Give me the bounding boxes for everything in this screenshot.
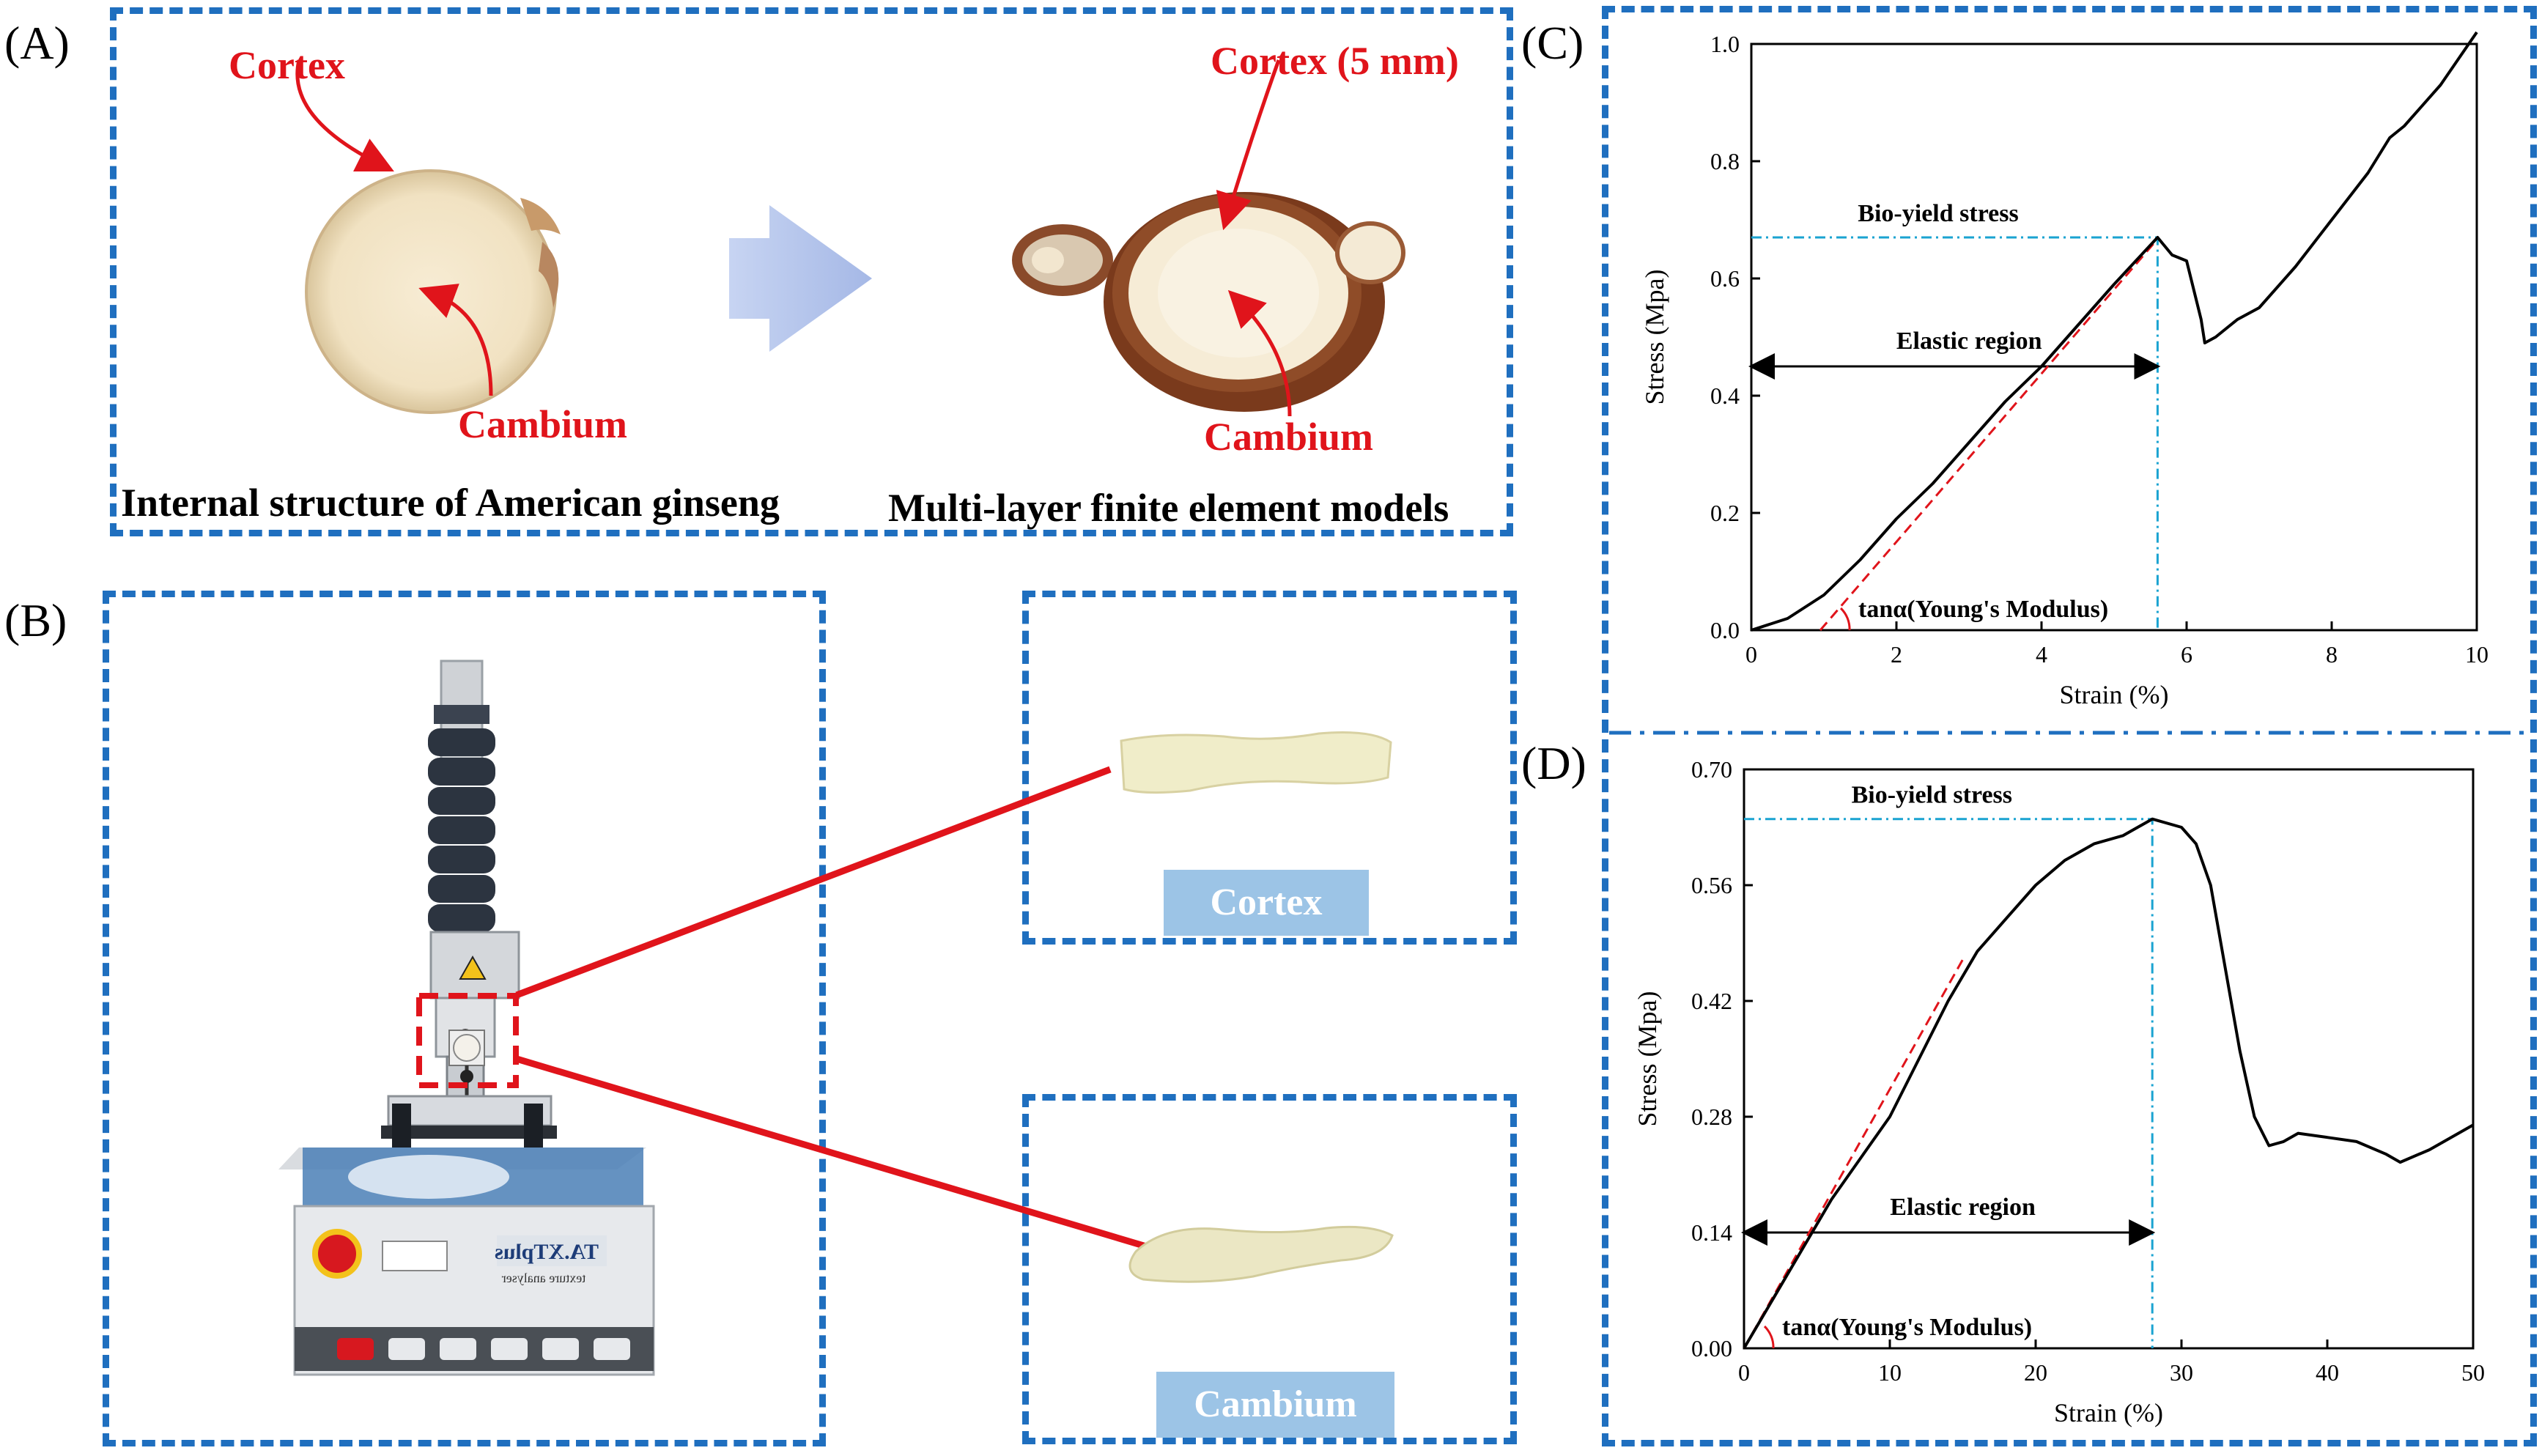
- panel-cd-divider: [1609, 731, 2530, 735]
- panel-label-d: (D): [1521, 737, 1586, 789]
- x-tick-label: 4: [2036, 641, 2047, 668]
- y-tick-label: 0.0: [1710, 617, 1740, 643]
- probe-highlight-box: [416, 993, 519, 1088]
- cortex-5mm-pointer-arrow: [1216, 59, 1281, 231]
- tangent-angle-arc: [1763, 1325, 1775, 1349]
- instrument-brand-text: TA.XTplus: [495, 1240, 599, 1264]
- panel-label-b: (B): [4, 594, 67, 646]
- cortex-label: Cortex: [229, 43, 345, 87]
- transition-arrow-icon: [729, 205, 872, 352]
- panel-a-frame: [110, 7, 1513, 536]
- cortex-sample-image: [1120, 731, 1392, 794]
- y-axis-label: Stress (Mpa): [1633, 991, 1662, 1127]
- y-tick-label: 0.00: [1691, 1335, 1732, 1361]
- cortex-5mm-label: Cortex (5 mm): [1211, 39, 1459, 83]
- stress-strain-curve: [1751, 31, 2478, 632]
- cortex-pointer-arrow: [295, 59, 394, 171]
- x-tick-label: 20: [2024, 1359, 2047, 1386]
- stress-strain-curve: [1743, 817, 2474, 1350]
- y-tick-label: 0.28: [1691, 1104, 1732, 1130]
- caption-internal-structure: Internal structure of American ginseng: [121, 481, 780, 525]
- tangent-label: tanα(Young's Modulus): [1782, 1314, 2032, 1341]
- texture-analyser-image: TA.XTplus texture analyser: [278, 659, 655, 1376]
- plot-frame: [1750, 43, 2478, 632]
- instrument-subtitle-text: texture analyser: [502, 1271, 585, 1285]
- panel-label-a: (A): [4, 17, 70, 69]
- bio-yield-label: Bio-yield stress: [1852, 782, 2012, 809]
- panel-a-illustrations: [295, 59, 1405, 417]
- panel-label-c: (C): [1521, 17, 1584, 69]
- cambium-label: Cambium: [458, 402, 628, 446]
- x-tick-label: 50: [2461, 1359, 2485, 1386]
- x-tick-label: 0: [1745, 641, 1757, 668]
- y-tick-label: 0.6: [1710, 265, 1740, 292]
- panel-b-cambium-frame: [1022, 1094, 1517, 1444]
- elastic-region-label: Elastic region: [1896, 328, 2042, 355]
- y-tick-label: 0.42: [1691, 988, 1732, 1014]
- y-tick-label: 0.4: [1710, 383, 1740, 409]
- y-tick-label: 0.70: [1691, 756, 1732, 783]
- y-axis-label: Stress (Mpa): [1640, 270, 1669, 405]
- bio-yield-guide: [1744, 818, 2154, 1348]
- tangent-label: tanα(Young's Modulus): [1858, 596, 2108, 623]
- x-tick-label: 6: [2181, 641, 2192, 668]
- bio-yield-guide: [1751, 236, 2159, 630]
- x-axis-label: Strain (%): [2060, 680, 2169, 709]
- stress-strain-chart-d: 0 10 20 30 40 50 0.00 0.14 0.28 0.42 0.56 0.70Strai…: [1633, 756, 2485, 1427]
- finite-element-model-image: [1012, 192, 1405, 412]
- tangent-line: [1819, 243, 2155, 631]
- x-axis-label: Strain (%): [2054, 1398, 2163, 1427]
- x-tick-label: 2: [1891, 641, 1902, 668]
- cambium-sample-image: [1128, 1225, 1394, 1283]
- cambium-model-pointer-arrow: [1227, 289, 1292, 417]
- plot-frame: [1743, 768, 2475, 1350]
- y-tick-label: 0.8: [1710, 148, 1740, 174]
- panel-cd-frame: [1602, 6, 2537, 1446]
- cambium-sample-tag: Cambium: [1156, 1372, 1394, 1438]
- x-tick-label: 10: [1878, 1359, 1902, 1386]
- caption-multilayer-models: Multi-layer finite element models: [888, 486, 1449, 530]
- x-tick-label: 10: [2465, 641, 2489, 668]
- y-tick-label: 0.14: [1691, 1219, 1732, 1246]
- y-tick-label: 1.0: [1710, 31, 1740, 57]
- x-tick-label: 30: [2170, 1359, 2193, 1386]
- x-tick-label: 40: [2316, 1359, 2339, 1386]
- y-tick-label: 0.2: [1710, 500, 1740, 526]
- elastic-region-label: Elastic region: [1890, 1194, 2036, 1221]
- x-tick-label: 0: [1738, 1359, 1750, 1386]
- y-tick-label: 0.56: [1691, 872, 1732, 898]
- bio-yield-label: Bio-yield stress: [1858, 200, 2018, 227]
- cortex-sample-tag: Cortex: [1164, 870, 1369, 936]
- panel-b-instrument-frame: [103, 591, 826, 1446]
- x-tick-label: 8: [2326, 641, 2338, 668]
- tangent-angle-arc: [1839, 607, 1851, 631]
- cambium-model-label: Cambium: [1204, 415, 1374, 459]
- cambium-pointer-arrow: [418, 284, 493, 396]
